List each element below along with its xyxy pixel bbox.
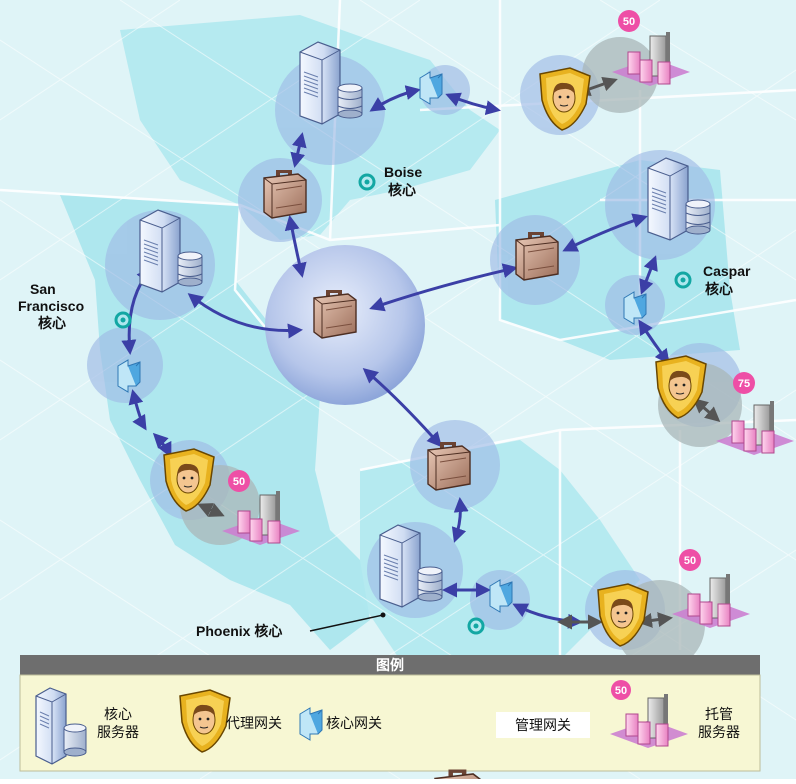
hub-label-caspar-suffix: 核心	[705, 281, 733, 297]
hub-label-caspar-name: Caspar	[703, 263, 751, 279]
hub-label-boise-name: Boise	[384, 164, 422, 180]
legend-management-gateway-box	[496, 712, 590, 738]
legend-hosted-server-label-1: 托管	[705, 706, 733, 722]
hub-label-phoenix: Phoenix 核心	[196, 623, 282, 639]
phoenix-callout-dot	[380, 612, 386, 618]
connection-arrows	[121, 85, 670, 629]
count-label: 50	[233, 476, 245, 488]
hub-label-boise-suffix: 核心	[388, 182, 416, 198]
management-gateway-boise	[263, 169, 307, 219]
legend-header	[20, 655, 760, 675]
legend-proxy-gateway-label: 代理网关	[226, 715, 282, 731]
legend-core-server-icon	[35, 687, 87, 765]
legend-management-gateway-label: 管理网关	[515, 717, 571, 733]
management-gateway-central	[313, 289, 357, 339]
legend-core-server-label-2: 服务器	[97, 724, 139, 740]
legend-count-label: 50	[615, 685, 627, 697]
count-badge-top-right: 50	[618, 10, 640, 32]
legend: 图例 核心 服务器 代理网关 核心网关 管理网关 50 托管 服务器	[19, 655, 761, 784]
count-badge-right: 75	[733, 372, 755, 394]
count-badge-bottom-left: 50	[228, 470, 250, 492]
hub-label-sf-line2: Francisco	[18, 298, 84, 314]
legend-core-gateway-label: 核心网关	[326, 715, 382, 731]
legend-title: 图例	[376, 657, 404, 673]
location-markers	[114, 173, 692, 635]
legend-hosted-server-label-2: 服务器	[698, 724, 740, 740]
count-label: 75	[738, 378, 750, 390]
management-gateway-caspar	[515, 231, 559, 281]
hub-label-sf-line1: San	[30, 281, 56, 297]
phoenix-callout-line	[309, 614, 384, 632]
management-gateway-phoenix	[427, 441, 471, 491]
legend-core-server-label-1: 核心	[104, 706, 132, 722]
hub-label-sf-suffix: 核心	[38, 315, 66, 331]
legend-count-badge	[611, 680, 631, 700]
count-label: 50	[623, 16, 635, 28]
count-badge-bottom-right: 50	[679, 549, 701, 571]
count-label: 50	[684, 555, 696, 567]
